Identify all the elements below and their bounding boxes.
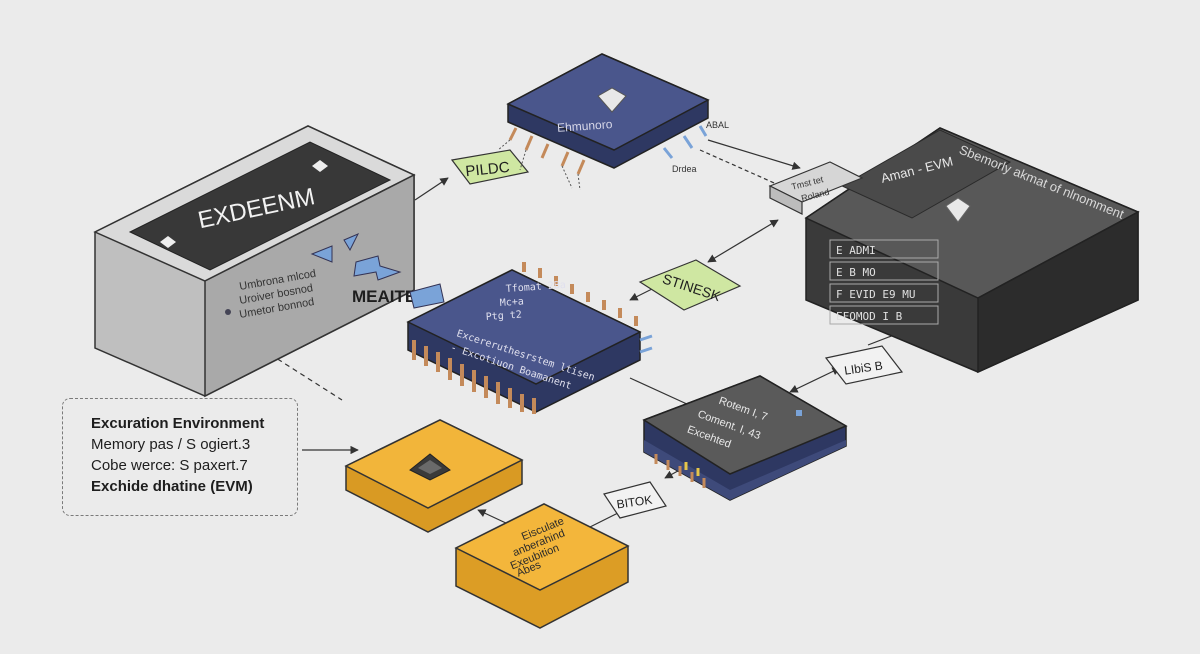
tag-stinesk-box: STINESK — [638, 259, 742, 311]
callout-line-1: Memory pas / S ogiert.3 — [91, 436, 251, 453]
exec-module: EXDEENM Umbrona mlcod Uroiver bosnod Ume… — [93, 125, 416, 398]
callout-line-2: Cobe werce: S paxert.7 — [91, 457, 248, 474]
main-chip-line-1: Tfomat 2Ba — [505, 280, 566, 295]
ethereum-icon — [945, 197, 971, 223]
top-chip: Ehmunoro ABAL Drdea — [497, 53, 729, 191]
diamond-icon — [312, 160, 328, 172]
right-block-row-2: E B MO — [836, 266, 876, 279]
execution-environment-callout: Excuration Environment Memory pas / S og… — [62, 398, 298, 516]
arrow-icon — [343, 233, 360, 252]
main-chip-line-2: Mc+a — [499, 296, 524, 309]
main-chip: Tfomat 2Ba Mc+a Ptg t2 Excereruthesrstem… — [406, 262, 653, 414]
orange-bottom-cube: Eisculate anberahind Exeubition Abes — [454, 503, 630, 629]
tag-pildc-box: PILDC — [450, 149, 530, 185]
callout-line-3: Exchide dhatine (EVM) — [91, 478, 253, 495]
pin-label-a: ABAL — [706, 120, 729, 130]
tag-bitok-box: BITOK — [603, 481, 667, 519]
pin-label-b: Drdea — [672, 164, 697, 174]
diamond-icon — [160, 236, 176, 248]
tag-bitok: BITOK — [616, 493, 653, 512]
ethereum-icon — [597, 87, 627, 113]
right-chip: Rotem I, 7 Coment. I, 43 Excehted — [642, 375, 848, 501]
orange-cube — [344, 419, 524, 533]
right-block-row-3: F EVID E9 MU — [836, 288, 915, 301]
tag-pildc: PILDC — [465, 159, 511, 181]
right-block-row-4: EFOMOD I B — [836, 310, 903, 323]
tag-libis: LIbiS B — [843, 358, 883, 377]
status-led — [225, 309, 231, 315]
top-chip-label: Ehmunoro — [557, 117, 614, 135]
callout-title: Excuration Environment — [91, 415, 265, 432]
right-block: Aman - EVM Sbemorly akmat of nlnomment E… — [768, 127, 1140, 374]
right-block-row-1: E ADMI — [836, 244, 876, 257]
main-chip-line-3: Ptg t2 — [485, 309, 522, 322]
tag-meaite: MEAITE — [352, 287, 416, 306]
tag-libis-box: LIbiS B — [824, 345, 904, 385]
